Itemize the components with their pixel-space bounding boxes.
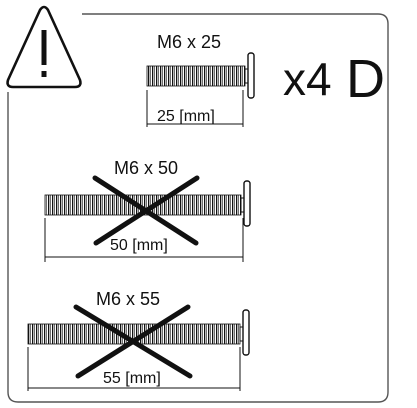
screw-head: [243, 180, 251, 227]
screw-m6x55: M6 x 55 55 [mm]: [27, 289, 250, 391]
screw-head: [242, 309, 250, 356]
screw-size-label: M6 x 50: [114, 158, 178, 178]
screw-size-label: M6 x 25: [157, 32, 221, 52]
screw-m6x25: M6 x 25 25 [mm]: [146, 32, 255, 127]
screw-head: [247, 52, 255, 99]
screw-thread: [146, 65, 246, 87]
part-letter: D: [346, 49, 385, 109]
screw-size-label: M6 x 55: [96, 289, 160, 309]
warning-triangle-icon: [6, 5, 82, 89]
screw-length-label: 50 [mm]: [110, 237, 168, 254]
screw-m6x50: M6 x 50 50 [mm]: [44, 158, 251, 262]
screw-length-label: 55 [mm]: [103, 370, 161, 387]
panel-frame: [7, 13, 389, 403]
cross-out-mark: [92, 175, 200, 246]
screw-length-label: 25 [mm]: [157, 108, 215, 125]
quantity-label: x4: [283, 53, 332, 105]
cross-out-mark: [73, 304, 193, 379]
